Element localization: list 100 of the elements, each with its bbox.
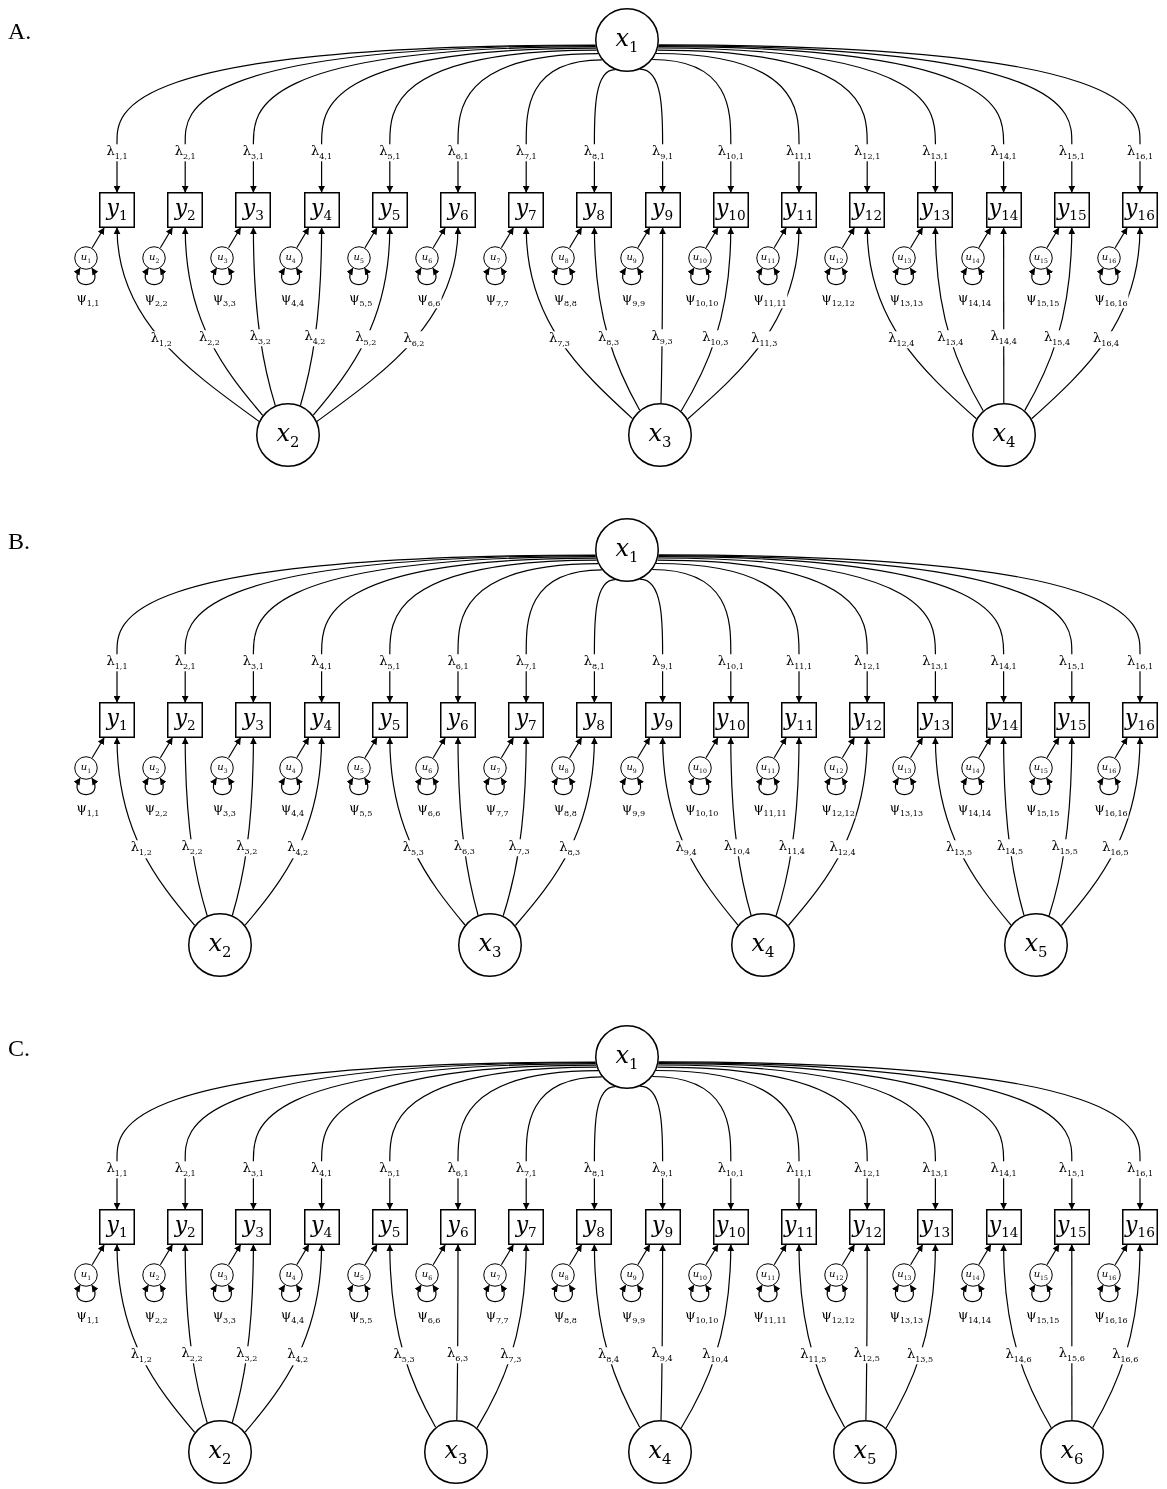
edge-label: λ$_{6,3}$ xyxy=(452,839,476,857)
arrow xyxy=(727,737,752,916)
indicator-box: y$_{15}$ xyxy=(1053,702,1090,738)
indicator-box: y$_{11}$ xyxy=(781,1209,817,1245)
arrow xyxy=(910,737,923,759)
arrow xyxy=(591,227,641,411)
loop-arrow xyxy=(619,777,644,796)
edge-label: λ$_{8,1}$ xyxy=(582,1161,606,1179)
arrow xyxy=(655,1069,803,1210)
error-term-circle: u$_{4}$ xyxy=(278,246,303,270)
loop-arrow xyxy=(824,777,849,796)
arrow xyxy=(386,1244,437,1428)
edge-label: λ$_{12,1}$ xyxy=(853,144,882,162)
indicator-box: y$_{16}$ xyxy=(1122,192,1158,228)
indicator-box: y$_{16}$ xyxy=(1122,1209,1158,1245)
arrow xyxy=(656,559,871,703)
arrow xyxy=(590,1086,616,1210)
error-term-circle: u$_{10}$ xyxy=(687,246,712,270)
error-term-circle: u$_{11}$ xyxy=(756,756,780,780)
error-term-circle: u$_{11}$ xyxy=(756,1263,780,1287)
arrow xyxy=(432,1244,446,1266)
error-term-circle: u$_{3}$ xyxy=(210,246,235,270)
latent-factor-circle: x$_{4}$ xyxy=(628,1420,692,1484)
edge-label: λ$_{13,5}$ xyxy=(944,840,974,858)
arrow xyxy=(231,737,257,917)
loop-arrow xyxy=(551,267,576,286)
latent-factor-circle: x$_{5}$ xyxy=(1004,913,1068,977)
indicator-box: y$_{2}$ xyxy=(167,1209,204,1245)
indicator-box: y$_{5}$ xyxy=(371,192,408,228)
arrow xyxy=(318,1064,597,1210)
arrow xyxy=(841,1244,855,1266)
edge-label: λ$_{2,1}$ xyxy=(173,1161,197,1179)
loop-arrow xyxy=(687,1284,712,1303)
edge-label: λ$_{8,3}$ xyxy=(558,840,582,858)
arrow xyxy=(249,1063,597,1210)
error-term-circle: u$_{13}$ xyxy=(892,246,917,270)
edge-label: λ$_{11,4}$ xyxy=(777,839,806,857)
arrow xyxy=(522,569,603,703)
arrow xyxy=(639,68,667,193)
error-term-circle: u$_{16}$ xyxy=(1097,1263,1121,1287)
edge-label: λ$_{7,3}$ xyxy=(499,1346,523,1365)
loop-arrow xyxy=(74,1284,98,1303)
arrow xyxy=(386,737,466,926)
arrow xyxy=(651,1075,735,1210)
arrow xyxy=(1000,227,1008,404)
loop-arrow xyxy=(892,777,917,796)
edge-label: λ$_{13,1}$ xyxy=(921,144,950,162)
loop-arrow xyxy=(210,267,235,286)
indicator-box: y$_{10}$ xyxy=(712,702,749,738)
loop-arrow xyxy=(346,267,371,286)
arrow xyxy=(590,579,616,703)
indicator-box: y$_{10}$ xyxy=(712,192,749,228)
latent-factor-circle: x$_{1}$ xyxy=(595,1025,659,1089)
arrow xyxy=(91,227,105,249)
error-term-circle: u$_{10}$ xyxy=(687,1263,712,1287)
error-term-circle: u$_{15}$ xyxy=(1028,756,1053,780)
error-term-circle: u$_{8}$ xyxy=(551,1263,576,1287)
loop-arrow xyxy=(551,777,576,796)
error-term-circle: u$_{12}$ xyxy=(824,246,849,270)
arrow xyxy=(1046,227,1060,249)
edge-label: λ$_{5,1}$ xyxy=(378,654,402,672)
edge-label: λ$_{6,1}$ xyxy=(446,144,470,162)
edge-label: λ$_{2,2}$ xyxy=(180,839,204,857)
edge-label: λ$_{8,1}$ xyxy=(582,144,606,162)
latent-factor-circle: x$_{1}$ xyxy=(595,518,659,582)
arrow xyxy=(159,227,173,249)
edge-label: λ$_{11,1}$ xyxy=(784,144,814,162)
latent-factor-circle: x$_{1}$ xyxy=(595,8,659,72)
loop-arrow xyxy=(483,267,508,286)
edge-label: λ$_{3,1}$ xyxy=(241,144,265,162)
latent-factor-circle: x$_{2}$ xyxy=(188,1420,252,1484)
edge-label: λ$_{4,1}$ xyxy=(310,1161,334,1179)
arrow xyxy=(569,227,582,249)
arrow xyxy=(1060,737,1144,927)
arrow xyxy=(432,737,446,759)
arrow xyxy=(364,737,378,759)
edge-label: λ$_{12,1}$ xyxy=(853,1161,882,1179)
indicator-box: y$_{13}$ xyxy=(917,192,954,228)
edge-label: λ$_{13,1}$ xyxy=(921,654,950,672)
indicator-box: y$_{2}$ xyxy=(167,192,204,228)
edge-label: λ$_{2,1}$ xyxy=(173,654,197,672)
latent-factor-circle: x$_{4}$ xyxy=(731,913,795,977)
error-term-circle: u$_{5}$ xyxy=(346,1263,371,1287)
loop-arrow xyxy=(415,777,439,796)
indicator-box: y$_{8}$ xyxy=(576,702,613,738)
edge-label: λ$_{16,4}$ xyxy=(1092,330,1121,349)
edge-label: λ$_{9,3}$ xyxy=(650,328,674,347)
loop-arrow xyxy=(142,267,167,286)
arrow xyxy=(705,737,719,759)
arrow xyxy=(1114,1244,1128,1266)
edge-label: λ$_{9,1}$ xyxy=(651,144,675,162)
edge-label: λ$_{15,1}$ xyxy=(1057,654,1086,672)
loop-arrow xyxy=(142,777,167,796)
indicator-box: y$_{1}$ xyxy=(99,192,135,228)
edge-label: λ$_{5,1}$ xyxy=(378,1161,402,1179)
edge-label: λ$_{7,1}$ xyxy=(514,1161,538,1179)
arrow xyxy=(657,46,1008,193)
edge-label: λ$_{2,2}$ xyxy=(180,1346,204,1364)
loop-arrow xyxy=(756,1284,780,1303)
arrow xyxy=(1114,227,1128,249)
